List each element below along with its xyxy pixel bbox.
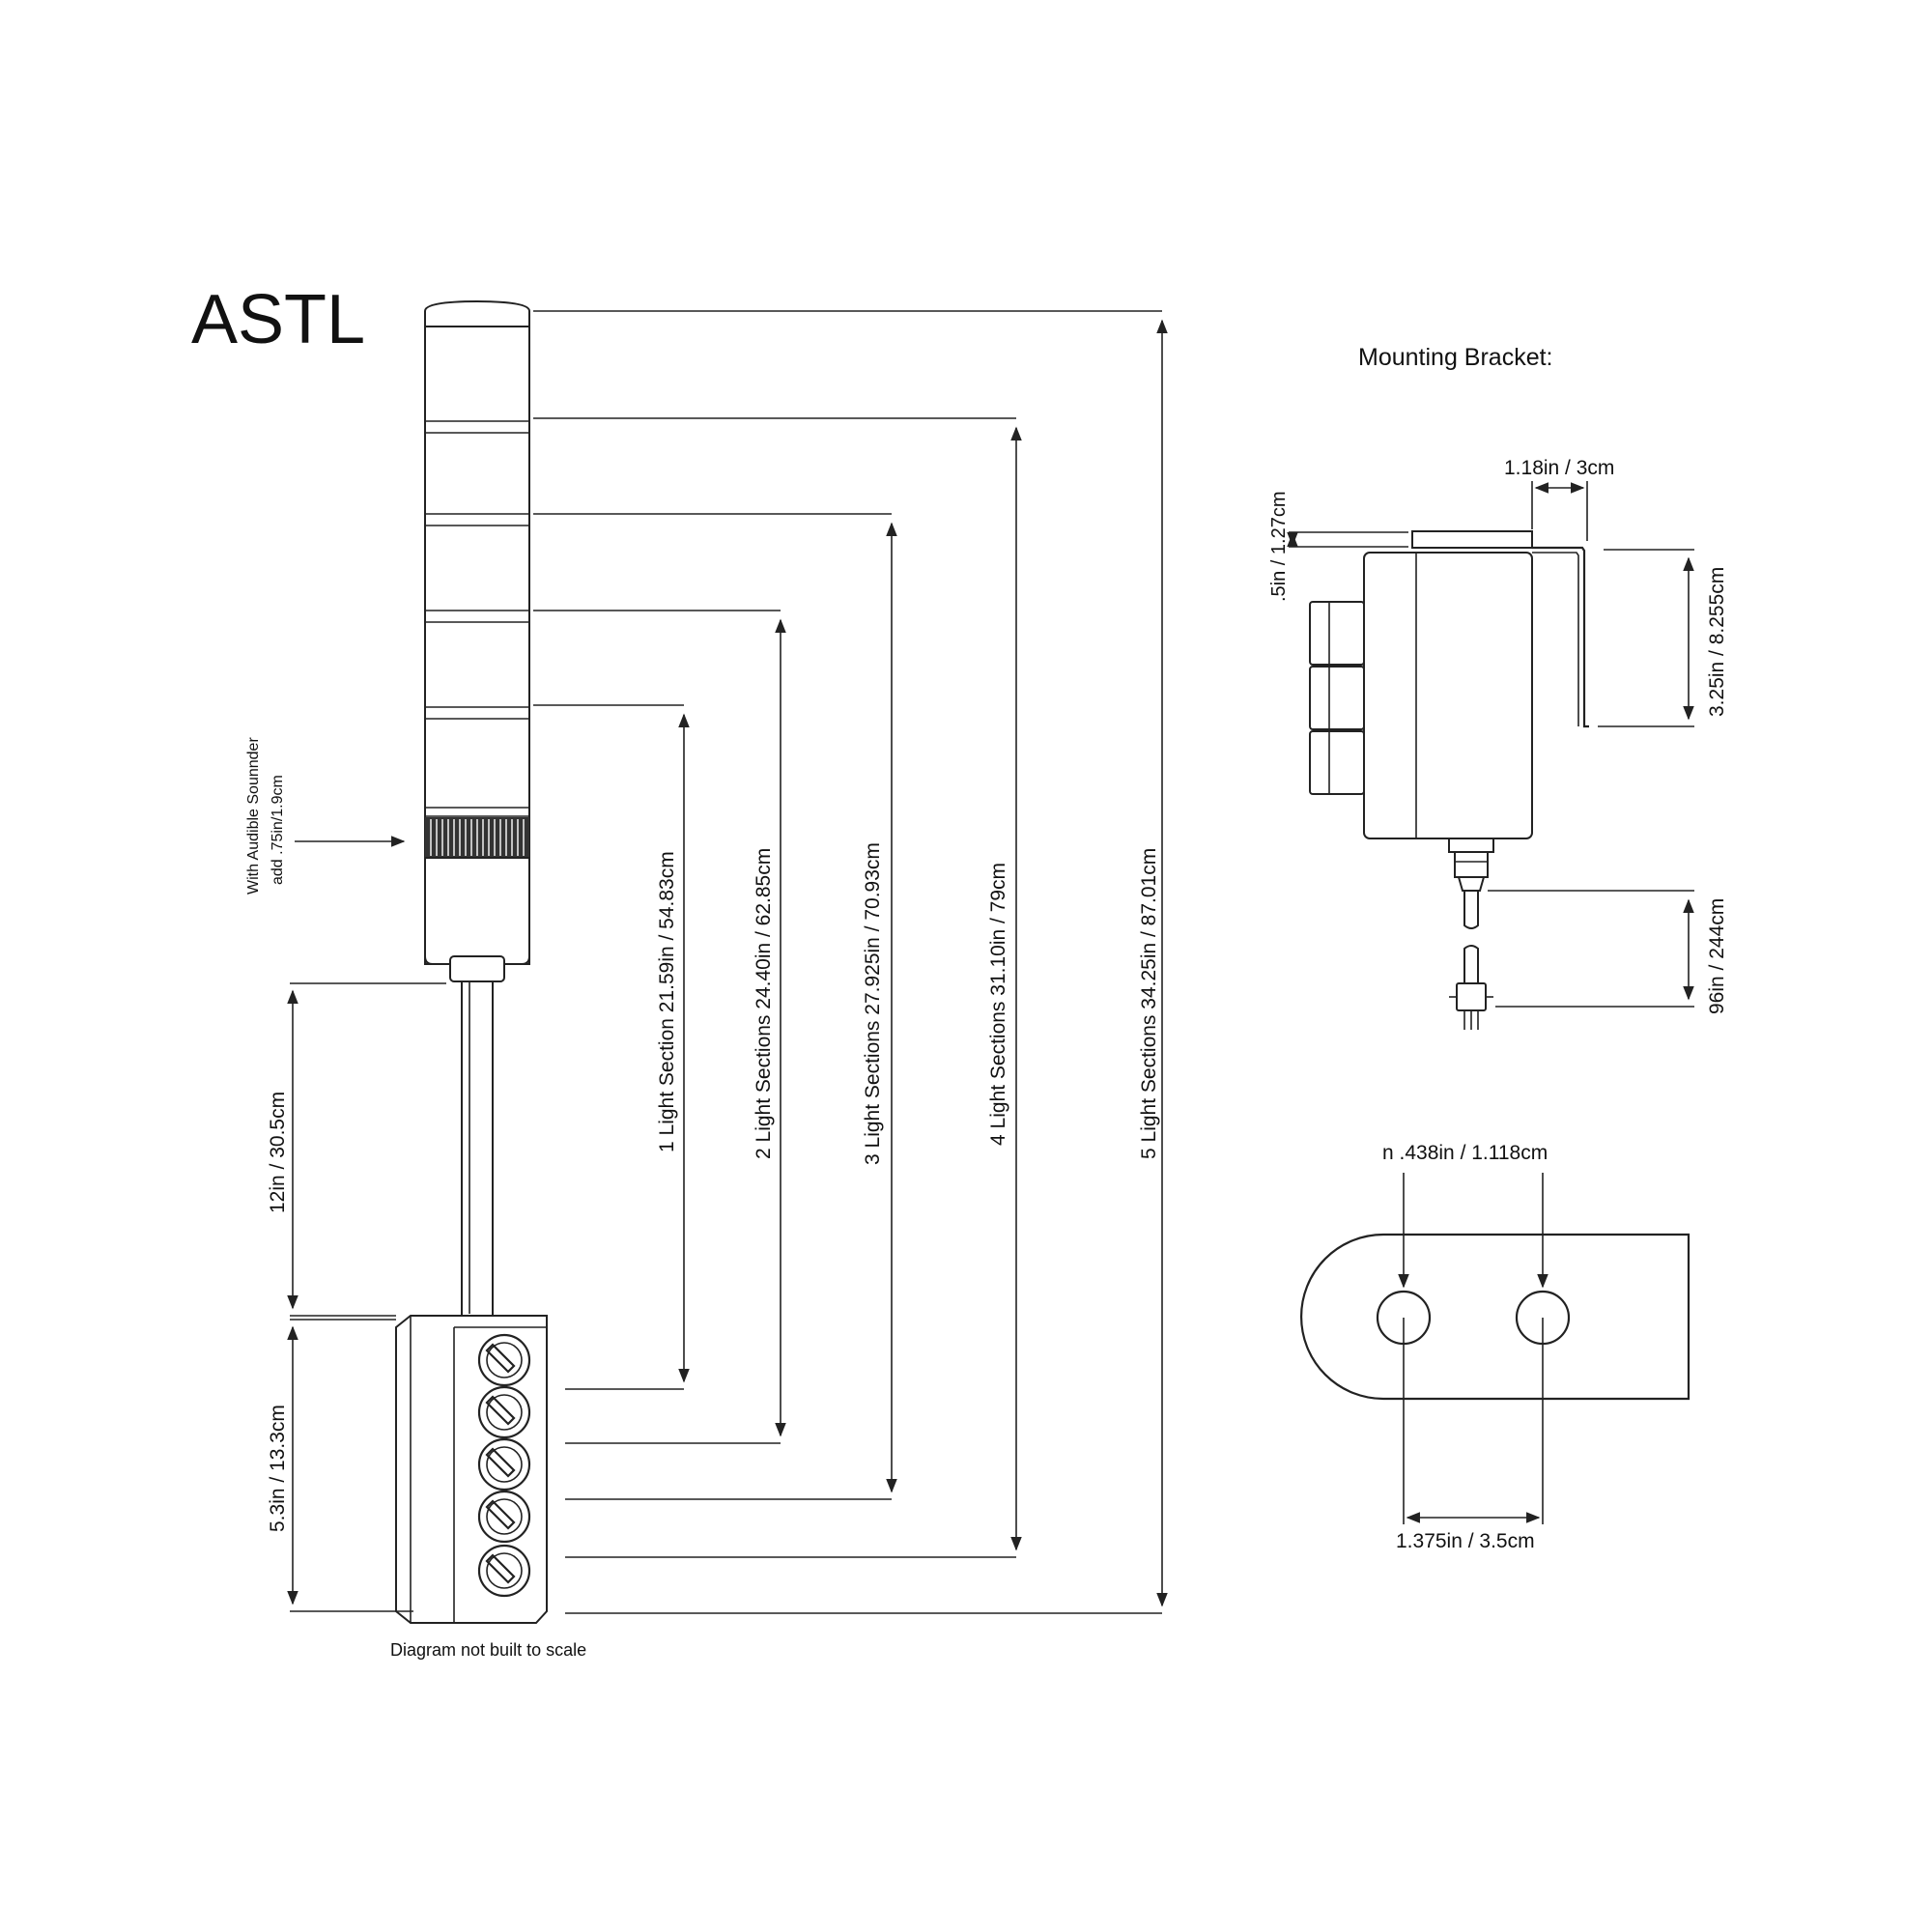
bracket-height-dim: 3.25in / 8.255cm bbox=[1598, 549, 1728, 727]
hole-spacing-label: 1.375in / 3.5cm bbox=[1396, 1530, 1535, 1552]
tower-collar bbox=[449, 955, 505, 982]
selector-knob bbox=[477, 1385, 531, 1439]
dim-3-light: 3 Light Sections 27.925in / 70.93cm bbox=[533, 513, 897, 1500]
section-dividers bbox=[425, 420, 529, 817]
dim-1-light: 1 Light Section 21.59in / 54.83cm bbox=[533, 704, 690, 1390]
selector-knob bbox=[477, 1544, 531, 1598]
bracket-plate-outline bbox=[1299, 1233, 1690, 1401]
mounting-pole bbox=[461, 980, 494, 1321]
dim-5-light-label: 5 Light Sections 34.25in / 87.01cm bbox=[1138, 848, 1160, 1159]
bracket-side-view bbox=[1309, 530, 1589, 1030]
bracket-flange bbox=[1532, 546, 1589, 728]
side-button bbox=[1309, 730, 1365, 795]
page-title: ASTL bbox=[191, 281, 365, 358]
bracket-height-label: 3.25in / 8.255cm bbox=[1706, 567, 1728, 717]
side-button bbox=[1309, 666, 1365, 730]
plate-thickness-label: .5in / 1.27cm bbox=[1268, 491, 1290, 602]
selector-knob bbox=[477, 1490, 531, 1544]
power-cord-upper bbox=[1463, 890, 1479, 929]
dim-4-light-label: 4 Light Sections 31.10in / 79cm bbox=[987, 863, 1009, 1146]
dim-1-light-label: 1 Light Section 21.59in / 54.83cm bbox=[656, 851, 678, 1152]
tower-base-section bbox=[424, 857, 530, 965]
dim-3-light-label: 3 Light Sections 27.925in / 70.93cm bbox=[862, 842, 884, 1165]
control-box bbox=[395, 1315, 548, 1624]
power-cord-lower bbox=[1463, 945, 1479, 984]
dim-2-light-label: 2 Light Sections 24.40in / 62.85cm bbox=[753, 848, 775, 1159]
flange-width-dim: 1.18in / 3cm bbox=[1504, 457, 1614, 541]
sounder-note-line1: With Audible Sounnder bbox=[245, 737, 262, 895]
cable-strain-relief bbox=[1457, 876, 1486, 892]
tower-light bbox=[424, 299, 530, 1321]
cable-gland-nut bbox=[1454, 851, 1489, 878]
pole-length-label: 12in / 30.5cm bbox=[267, 1092, 289, 1213]
control-box-body bbox=[395, 1315, 548, 1624]
dim-2-light: 2 Light Sections 24.40in / 62.85cm bbox=[533, 610, 786, 1444]
tower-top-cap bbox=[424, 299, 530, 327]
mounting-bracket-title: Mounting Bracket: bbox=[1358, 344, 1553, 371]
cord-length-label: 96in / 244cm bbox=[1706, 898, 1728, 1014]
scale-footnote: Diagram not built to scale bbox=[390, 1640, 586, 1660]
pole-dimension: 12in / 30.5cm bbox=[267, 982, 446, 1317]
box-dimension: 5.3in / 13.3cm bbox=[267, 1319, 413, 1612]
power-plug bbox=[1456, 982, 1487, 1011]
box-height-label: 5.3in / 13.3cm bbox=[267, 1405, 289, 1532]
dim-5-light: 5 Light Sections 34.25in / 87.01cm bbox=[533, 310, 1168, 1614]
dim-4-light: 4 Light Sections 31.10in / 79cm bbox=[533, 417, 1022, 1558]
cable-gland bbox=[1448, 838, 1494, 853]
flange-width-label: 1.18in / 3cm bbox=[1504, 457, 1614, 479]
selector-knob bbox=[477, 1437, 531, 1492]
bracket-top-plate bbox=[1411, 530, 1533, 549]
sounder-note-line2: add .75in/1.9cm bbox=[270, 775, 286, 885]
sounder-note: With Audible Sounnder add .75in/1.9cm bbox=[245, 737, 406, 895]
cord-length-dim: 96in / 244cm bbox=[1488, 890, 1728, 1014]
bracket-top-view: n .438in / 1.118cm 1.375in / 3.5cm bbox=[1299, 1142, 1690, 1552]
side-button bbox=[1309, 601, 1365, 666]
plate-thickness-dim: .5in / 1.27cm bbox=[1268, 491, 1408, 602]
selector-knob bbox=[477, 1333, 531, 1387]
bracket-enclosure bbox=[1363, 552, 1533, 839]
sounder-grille-ribs bbox=[430, 819, 525, 856]
hole-diameter-label: n .438in / 1.118cm bbox=[1382, 1142, 1548, 1164]
